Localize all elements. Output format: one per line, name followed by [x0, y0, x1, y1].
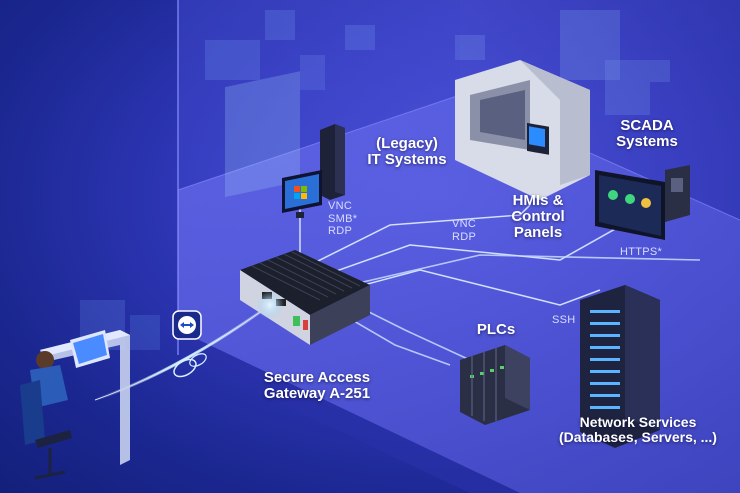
gateway-label: Secure Access Gateway A-251: [252, 370, 382, 402]
plcs-label: PLCs: [466, 322, 526, 338]
back-wall: [460, 0, 740, 220]
hmi-label-line1: HMIs &: [512, 192, 564, 209]
scada-label-line2: Systems: [616, 132, 678, 150]
legacy-it-label: (Legacy) IT Systems: [358, 136, 456, 168]
hologram-panels: [80, 10, 670, 350]
left-wall: [178, 0, 460, 190]
remote-user: [20, 330, 130, 480]
hmi-protocols: VNC RDP: [452, 218, 476, 243]
legacy-it-label-line1: (Legacy): [376, 135, 438, 152]
floor-edge: [178, 330, 520, 493]
scada-label-line1: SCADA: [620, 117, 674, 134]
scada-protocol-https: HTTPS*: [620, 246, 663, 258]
scada-label: SCADA Systems: [604, 118, 690, 150]
teamviewer-icon: [172, 310, 202, 340]
gateway-label-line2: Gateway A-251: [263, 384, 371, 402]
plc-hardware: [460, 345, 530, 425]
hmi-label: HMIs & Control Panels: [500, 193, 576, 240]
scada-protocol: HTTPS*: [620, 246, 662, 259]
network-services-label-line1: Network Services: [579, 414, 697, 430]
hmi-protocol-rdp: RDP: [452, 230, 477, 243]
hmi-label-line3: Panels: [513, 223, 563, 241]
gateway-label-line1: Secure Access: [263, 369, 371, 386]
server-rack-hardware: [580, 285, 660, 448]
scada-hardware: [595, 165, 690, 240]
it-protocol-vnc: VNC: [328, 200, 353, 212]
plcs-label-text: PLCs: [476, 321, 516, 338]
network-services-label: Network Services (Databases, Servers, ..…: [538, 415, 738, 444]
network-services-protocol-ssh: SSH: [552, 314, 576, 326]
cnc-machine: [455, 60, 590, 200]
it-protocols: VNC SMB* RDP: [328, 200, 357, 238]
it-protocol-smb: SMB*: [328, 212, 358, 225]
it-protocol-rdp: RDP: [328, 225, 353, 238]
hmi-protocol-vnc: VNC: [452, 218, 477, 230]
network-services-label-line2: (Databases, Servers, ...): [559, 428, 717, 445]
windows-logo-icon: [294, 186, 308, 200]
hmi-label-line2: Control: [511, 207, 565, 225]
legacy-it-label-line2: IT Systems: [367, 150, 447, 168]
network-services-protocol: SSH: [552, 314, 576, 327]
